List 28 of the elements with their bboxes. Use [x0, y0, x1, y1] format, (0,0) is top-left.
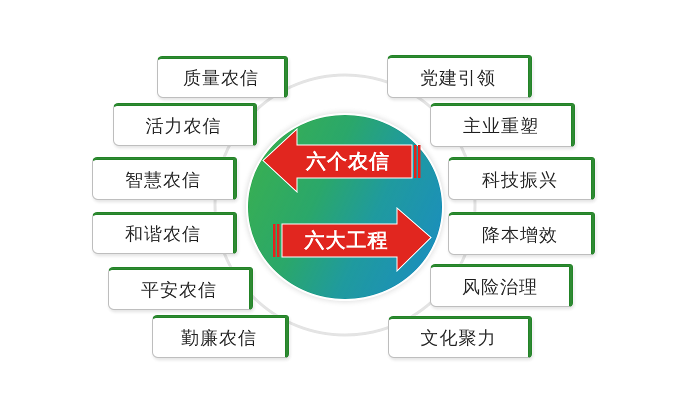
label-card: [152, 315, 289, 358]
card-label: 降本增效: [482, 224, 558, 246]
card-label: 主业重塑: [463, 115, 539, 138]
label-card: [387, 55, 532, 98]
label-card: [92, 212, 237, 254]
card-label: 质量农信: [183, 67, 259, 90]
label-card: [113, 103, 257, 146]
label-card: [448, 157, 595, 200]
card-label: 和谐农信: [125, 223, 201, 246]
label-card: [430, 103, 575, 147]
card-label: 文化聚力: [420, 327, 496, 350]
label-card: [157, 56, 288, 98]
card-label: 勤廉农信: [181, 326, 257, 350]
card-label: 活力农信: [146, 114, 222, 138]
card-label: 党建引领: [420, 66, 496, 90]
left-arrow: [262, 128, 422, 193]
label-card: [448, 212, 595, 255]
card-label: 风险治理: [462, 276, 538, 298]
right-arrow: [272, 207, 432, 272]
label-card: [108, 267, 253, 310]
arrow-label: 六大工程: [303, 227, 390, 254]
card-label: 平安农信: [141, 278, 217, 302]
label-card: [388, 316, 532, 358]
card-label: 科技振兴: [482, 168, 558, 192]
label-card: [430, 264, 573, 307]
card-label: 智慧农信: [125, 168, 201, 192]
label-card: [92, 157, 237, 200]
arrow-label: 六个农信: [304, 148, 391, 175]
